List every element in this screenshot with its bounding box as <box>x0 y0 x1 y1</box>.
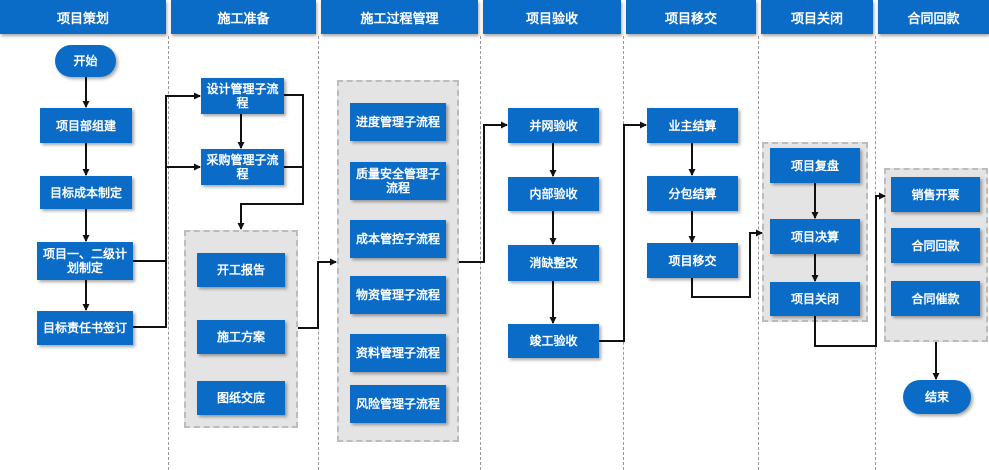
header-construction-prep: 施工准备 <box>171 0 316 34</box>
header-project-acceptance: 项目验收 <box>483 0 621 34</box>
node-project-close[interactable]: 项目关闭 <box>770 282 860 316</box>
node-final-accounts[interactable]: 项目决算 <box>770 219 860 254</box>
node-start-report[interactable]: 开工报告 <box>197 253 285 287</box>
node-project-dept-setup[interactable]: 项目部组建 <box>40 108 132 143</box>
node-progress-subflow[interactable]: 进度管理子流程 <box>350 103 446 141</box>
lane-separator <box>480 36 481 470</box>
node-construction-plan[interactable]: 施工方案 <box>197 320 285 354</box>
node-cost-control-subflow[interactable]: 成本管控子流程 <box>350 220 446 258</box>
node-completion-acceptance[interactable]: 竣工验收 <box>508 324 599 358</box>
node-defect-rectification[interactable]: 消缺整改 <box>508 245 599 281</box>
node-start[interactable]: 开始 <box>55 45 116 77</box>
header-project-planning: 项目策划 <box>0 0 166 34</box>
node-purchase-subflow[interactable]: 采购管理子流程 <box>201 149 284 185</box>
node-document-subflow[interactable]: 资料管理子流程 <box>350 334 446 372</box>
node-contract-collection[interactable]: 合同回款 <box>891 228 980 263</box>
node-level-plan[interactable]: 项目一、二级计划制定 <box>37 242 133 280</box>
header-contract-payment: 合同回款 <box>878 0 989 34</box>
header-project-close: 项目关闭 <box>761 0 873 34</box>
node-design-subflow[interactable]: 设计管理子流程 <box>201 78 284 114</box>
arrow-prep-to-process <box>298 258 337 329</box>
lane-separator <box>623 36 624 470</box>
lane-separator <box>875 36 876 470</box>
node-subcontract-settlement[interactable]: 分包结算 <box>647 176 738 211</box>
header-process-management: 施工过程管理 <box>321 0 478 34</box>
node-target-cost[interactable]: 目标成本制定 <box>40 176 132 209</box>
lane-separator <box>758 36 759 470</box>
lane-separator <box>318 36 319 470</box>
node-end[interactable]: 结束 <box>903 380 971 414</box>
node-material-subflow[interactable]: 物资管理子流程 <box>350 276 446 314</box>
node-internal-acceptance[interactable]: 内部验收 <box>508 177 599 211</box>
node-project-review[interactable]: 项目复盘 <box>770 148 860 183</box>
node-quality-safety-subflow[interactable]: 质量安全管理子流程 <box>350 162 446 200</box>
node-drawing-handover[interactable]: 图纸交底 <box>197 381 285 415</box>
arrow-process-to-grid <box>459 121 508 263</box>
node-responsibility-sign[interactable]: 目标责任书签订 <box>37 311 133 345</box>
node-project-handover[interactable]: 项目移交 <box>647 243 738 278</box>
header-project-handover: 项目移交 <box>626 0 756 34</box>
lane-separator <box>168 36 169 470</box>
node-risk-subflow[interactable]: 风险管理子流程 <box>350 385 446 423</box>
node-owner-settlement[interactable]: 业主结算 <box>647 108 738 143</box>
node-contract-dunning[interactable]: 合同催款 <box>891 281 980 316</box>
node-sales-invoice[interactable]: 销售开票 <box>891 177 980 212</box>
node-grid-acceptance[interactable]: 并网验收 <box>508 108 599 143</box>
